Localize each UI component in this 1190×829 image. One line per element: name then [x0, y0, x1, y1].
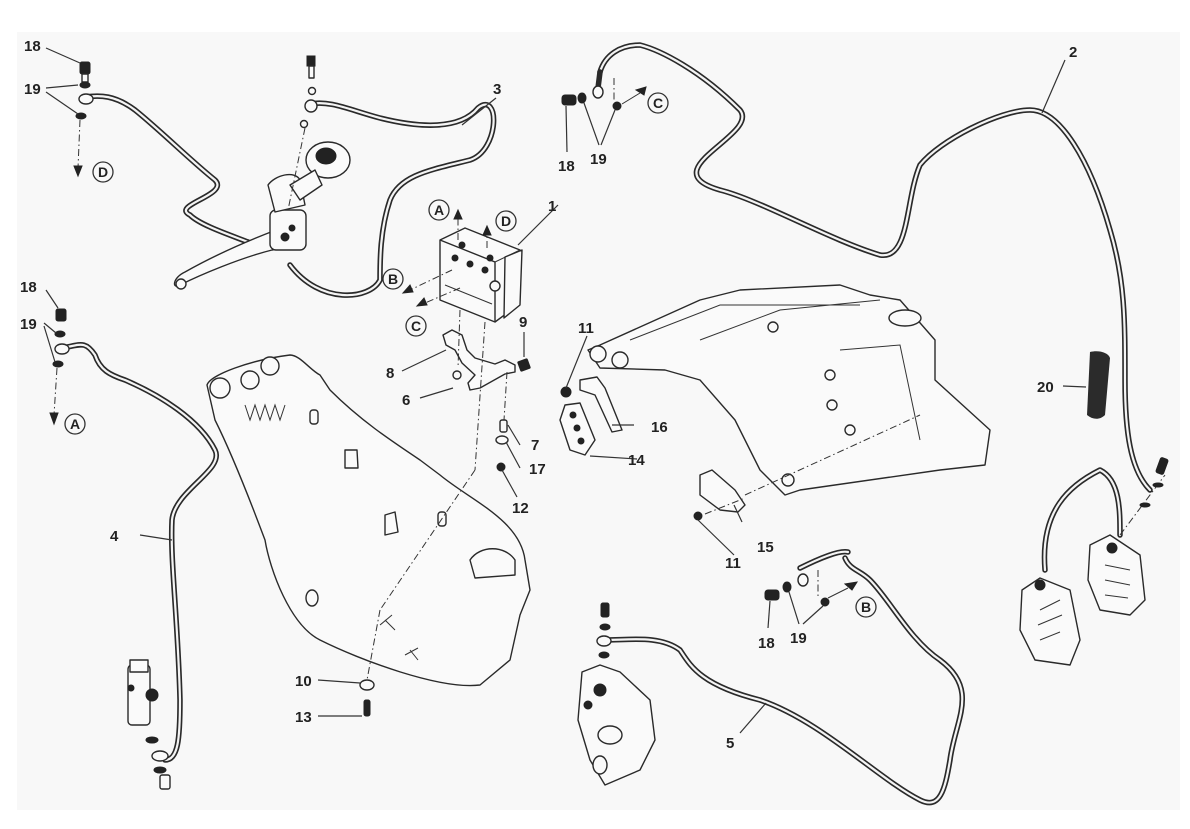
- callout-7: 7: [531, 437, 539, 454]
- banjo-bolt-group-lever: [287, 55, 318, 211]
- brake-hose-3: [287, 100, 497, 298]
- fastener-10-13: [359, 679, 375, 717]
- callout-1: 1: [548, 198, 556, 215]
- callout-12: 12: [512, 500, 529, 517]
- callout-18-top-middle: 18: [558, 158, 575, 175]
- ref-d-upper-left: D: [98, 164, 108, 180]
- callout-8: 8: [386, 365, 394, 382]
- fastener-stack-7-17-12: [495, 371, 509, 472]
- protective-sleeve-20: [1087, 351, 1110, 419]
- ref-c-abs: C: [411, 318, 421, 334]
- ref-a-left: A: [70, 416, 80, 432]
- callout-17: 17: [529, 461, 546, 478]
- ref-b-abs: B: [388, 271, 398, 287]
- ref-b-bottom-middle: B: [861, 599, 871, 615]
- front-brake-master-cylinder: [173, 141, 351, 290]
- front-brake-calipers: [1019, 457, 1169, 666]
- callout-2: 2: [1069, 44, 1077, 61]
- callout-18-bottom-middle: 18: [758, 635, 775, 652]
- abs-control-unit: [401, 208, 523, 323]
- callout-18-upper-left: 18: [24, 38, 41, 55]
- callout-6: 6: [402, 392, 410, 409]
- ref-a-abs: A: [434, 202, 444, 218]
- callout-9: 9: [519, 314, 527, 331]
- callout-3: 3: [493, 81, 501, 98]
- callout-4: 4: [110, 528, 119, 545]
- ref-d-abs: D: [501, 213, 511, 229]
- clip-part-9: [517, 358, 531, 372]
- callout-10: 10: [295, 673, 312, 690]
- leader-lines: [43, 47, 1087, 734]
- callout-18-left: 18: [20, 279, 37, 296]
- banjo-bolt-group-left: [49, 308, 70, 426]
- callout-20: 20: [1037, 379, 1054, 396]
- brake-hose-5: [602, 548, 966, 806]
- callout-19-bottom-middle: 19: [790, 630, 807, 647]
- bracket-assembly-14-16: [559, 376, 623, 456]
- abs-bracket: [442, 309, 516, 471]
- callout-19-top-middle: 19: [590, 151, 607, 168]
- callout-labels: 1 2 3 4 5 6 7 8 9 10 11 11 12 13 14 15 1…: [20, 38, 1077, 752]
- callout-5: 5: [726, 735, 734, 752]
- brake-hose-4: [59, 342, 220, 763]
- banjo-bolt-group-b: [764, 570, 859, 607]
- connection-references: D A C B A D B C: [64, 92, 877, 618]
- callout-16: 16: [651, 419, 668, 436]
- undertray-housing: [206, 354, 531, 687]
- caliper-crossover-hose: [1041, 467, 1123, 573]
- banjo-bolt-group-upper-left: [73, 61, 94, 178]
- banjo-bolt-group-c: [561, 69, 647, 111]
- callout-13: 13: [295, 709, 312, 726]
- rear-master-cylinder: [127, 659, 171, 790]
- rear-brake-caliper: [577, 602, 656, 786]
- callout-19-left: 19: [20, 316, 37, 333]
- callout-11-upper: 11: [578, 320, 594, 337]
- brake-hose-2: [597, 42, 1153, 493]
- ref-c-top-middle: C: [653, 95, 663, 111]
- callout-15: 15: [757, 539, 774, 556]
- brake-hose-upper-left: [82, 93, 251, 245]
- callout-14: 14: [628, 452, 645, 469]
- callout-11-lower: 11: [725, 555, 741, 572]
- callout-19-upper-left: 19: [24, 81, 41, 98]
- rear-subframe: [587, 284, 991, 496]
